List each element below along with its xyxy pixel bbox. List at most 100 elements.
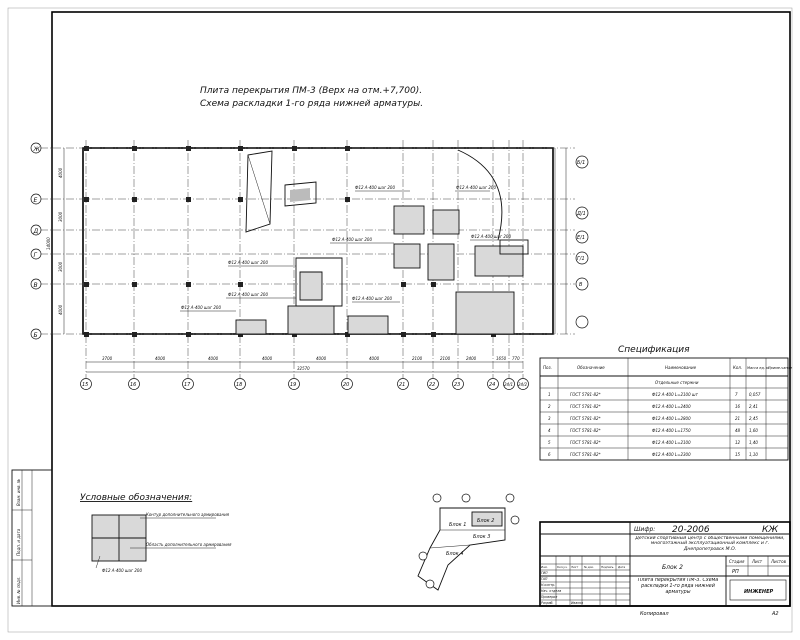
axis-bubbles-left: Ж Е Д Г В Б	[30, 142, 42, 340]
tb-code-label: Шифр:	[634, 526, 655, 533]
legend-symbol	[91, 514, 216, 569]
legend-label: Ф12 А-400 шаг 200	[102, 568, 142, 573]
spec-header: Обозначение	[577, 365, 605, 370]
keyplan-block: Блок 1	[449, 522, 466, 528]
spec-cell: ГОСТ 5781-82*	[570, 404, 601, 409]
legend-label: Область дополнительного армирования	[146, 542, 232, 547]
spec-cell: 1,10	[749, 452, 758, 457]
rebar-label: Ф12 А-400 шаг 200	[352, 296, 392, 301]
tb-sheets-label: Листов	[770, 559, 787, 564]
drawing-title-line1: Плита перекрытия ПМ-3 (Верх на отм.+7,70…	[200, 86, 422, 96]
rebar-label: Ф12 А-400 шаг 200	[228, 260, 268, 265]
spec-header: Поз.	[543, 365, 552, 370]
side-stamp-label: Инв. № подл.	[16, 576, 21, 604]
keyplan-block: Блок 4	[446, 551, 463, 557]
tb-col-head: Кол.уч.	[557, 565, 568, 569]
spec-rows: 1 ГОСТ 5781-82* Ф12 А-400 L=2100 шт 7 0,…	[548, 392, 761, 457]
tb-block: Блок 2	[662, 564, 683, 571]
spec-table	[539, 357, 789, 461]
axis-label-col: 15	[82, 382, 88, 388]
axis-label-col: 17	[184, 382, 191, 388]
dim-bottom: 2100	[440, 356, 451, 361]
dim-bottom: 4000	[208, 356, 219, 361]
spec-cell: 4	[548, 428, 551, 433]
axis-label-row: Б	[34, 332, 38, 339]
tb-col-head: № док.	[583, 565, 594, 569]
legend-label: Контур дополнительного армирования	[146, 512, 230, 517]
axis-label-row-right: Г/1	[577, 256, 585, 262]
spec-cell: 16	[735, 404, 741, 409]
dim-bottom: 4000	[262, 356, 273, 361]
axis-bubbles-bottom: 15 16 17 18 19 20 21 22 23 24 24/1 24/2	[80, 378, 529, 390]
rebar-label: Ф12 А-400 шаг 200	[355, 185, 395, 190]
tb-code: 20-2006	[672, 525, 710, 535]
spec-cell: 15	[735, 452, 741, 457]
tb-sheet-title-box: Плита перекрытия ПМ-3. Схема раскладки 1…	[638, 578, 718, 595]
spec-cell: 2,45	[749, 416, 758, 421]
tb-company: ИНЖЕНЕР	[744, 589, 774, 595]
axis-label-col: 19	[290, 382, 296, 388]
axis-label-row-right: Д/1	[576, 211, 586, 217]
dim-bottom: 4000	[316, 356, 327, 361]
spec-cell: Ф12 А-400 L=2100	[652, 440, 691, 445]
dim-bottom: 4000	[155, 356, 166, 361]
tb-staff: Проверил	[541, 595, 557, 599]
axis-label-col: 22	[429, 382, 435, 388]
tb-col-head: Дата	[617, 565, 626, 569]
dim-left: 4000	[58, 304, 63, 315]
axis-label-row-right: В	[579, 282, 583, 288]
axis-verticals	[85, 140, 524, 378]
spec-header: Масса ед. кг	[747, 366, 770, 370]
rebar-label: Ф12 А-400 шаг 200	[471, 234, 511, 239]
tb-staff: ГИП	[541, 571, 548, 575]
rebar-label: Ф12 А-400 шаг 200	[228, 292, 268, 297]
dim-bottom: 2400	[466, 356, 477, 361]
axis-label-col: 24/2	[518, 382, 527, 387]
tb-stage-label: Стадия	[729, 559, 745, 564]
dim-bottom: 2100	[412, 356, 423, 361]
spec-cell: Ф12 А-400 L=2400	[652, 404, 691, 409]
spec-cell: Ф12 А-400 L=2300	[652, 452, 691, 457]
keyplan-block: Блок 3	[473, 534, 490, 540]
rebar-label: Ф12 А-400 шаг 200	[456, 185, 496, 190]
spec-cell: 48	[735, 428, 741, 433]
bottom-dimensions: 3700 4000 4000 4000 4000 4000 2100 2100 …	[86, 356, 523, 373]
axis-label-col: 16	[130, 382, 136, 388]
dim-bottom-total: 32570	[297, 366, 310, 371]
tb-staff: Н.контр.	[541, 583, 555, 587]
dim-bottom: 770	[512, 356, 520, 361]
spec-cell: 0,057	[749, 392, 761, 397]
tb-stage: РП	[732, 569, 739, 575]
dim-left: 4000	[58, 167, 63, 178]
side-stamp-label: Подп. и дата	[16, 528, 21, 556]
tb-sheet-label: Лист	[751, 559, 763, 564]
axis-label-col: 24/1	[504, 382, 513, 387]
rebar-label: Ф12 А-400 шаг 200	[181, 305, 221, 310]
tb-col-head: Изм.	[541, 565, 548, 569]
side-stamp	[11, 469, 53, 607]
legend-title: Условные обозначения:	[80, 493, 192, 503]
spec-cell: ГОСТ 5781-82*	[570, 416, 601, 421]
axis-label-col: 20	[343, 382, 349, 388]
spec-title: Спецификация	[618, 345, 690, 355]
sheet-trim-edge	[7, 7, 793, 633]
spec-cell: 1,40	[749, 440, 758, 445]
spec-cell: 1,60	[749, 428, 758, 433]
tb-copied: Копировал	[640, 611, 669, 617]
tb-col-head: Подпись	[601, 565, 614, 569]
axis-label-row: В	[34, 282, 38, 289]
spec-cell: 2	[548, 404, 551, 409]
tb-project-box: Детский спортивный центр с общественными…	[635, 536, 785, 552]
axis-label-row-right: Е/1	[577, 235, 585, 241]
tb-staff: Нач. отдела	[541, 589, 561, 593]
rebar-leaders	[180, 190, 520, 312]
spec-cell: 5	[548, 440, 551, 445]
spec-cell: Ф12 А-400 L=2800	[652, 416, 691, 421]
axis-label-row: Д	[33, 228, 39, 235]
axis-label-col: 21	[399, 382, 405, 388]
axis-label-row: Е	[34, 197, 38, 204]
spec-header: Приме-чание	[768, 366, 792, 370]
axis-label-col: 24	[489, 382, 495, 388]
key-plan	[417, 493, 520, 591]
